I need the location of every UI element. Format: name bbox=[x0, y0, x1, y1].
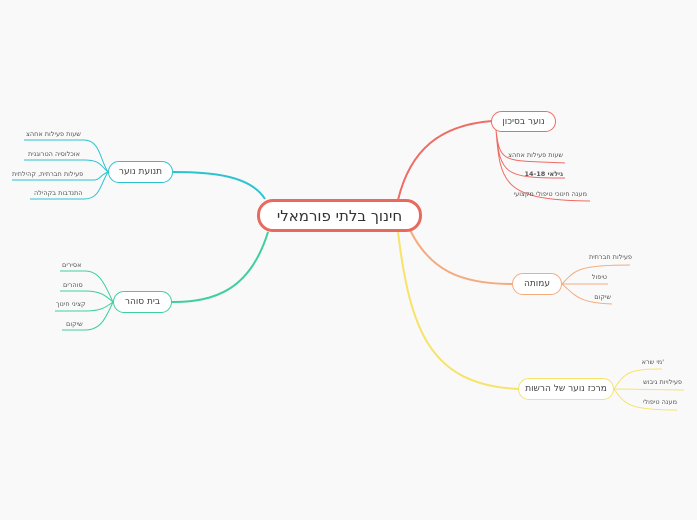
edge-root-youth bbox=[172, 171, 266, 200]
risk-item-2[interactable]: גילאי 14-18 bbox=[524, 170, 563, 178]
youth-item-4[interactable]: התנדבות בקהילה bbox=[34, 189, 83, 197]
city-item-2[interactable]: טיפול bbox=[591, 273, 607, 281]
root-label: חינוך בלתי פורמאלי bbox=[276, 206, 403, 225]
center-item-1[interactable]: 'מי שרא bbox=[641, 358, 664, 366]
branch-risk[interactable]: נוער בסיכון bbox=[491, 111, 556, 132]
city-item-3[interactable]: שיקום bbox=[594, 293, 611, 301]
branch-school-label: בית סוהר bbox=[124, 297, 161, 307]
edge-root-city bbox=[409, 229, 513, 285]
risk-item-3[interactable]: מענה חינוכי טיפולי מקצועי bbox=[513, 190, 587, 198]
branch-risk-label: נוער בסיכון bbox=[502, 116, 545, 127]
branch-city-label: עמותה bbox=[524, 279, 550, 289]
branch-youth-label: תנועת נוער bbox=[118, 167, 163, 177]
school-item-1[interactable]: אסירים bbox=[62, 261, 82, 269]
school-item-2[interactable]: סוהרים bbox=[63, 281, 83, 289]
root-node[interactable]: חינוך בלתי פורמאלי bbox=[257, 199, 422, 232]
branch-center[interactable]: מרכז נוער של הרשות bbox=[518, 378, 614, 400]
school-item-4[interactable]: שיקום bbox=[66, 320, 83, 328]
youth-item-2[interactable]: אוכלוסיה הטרוגנית bbox=[28, 150, 80, 158]
edge-root-risk bbox=[397, 120, 493, 201]
edge-city-leaves bbox=[561, 264, 631, 305]
branch-city[interactable]: עמותה bbox=[512, 273, 562, 295]
edge-risk-leaves bbox=[495, 129, 591, 202]
center-item-2[interactable]: פעילויות גיבוש bbox=[643, 378, 682, 386]
branch-school[interactable]: בית סוהר bbox=[113, 291, 172, 313]
youth-item-1[interactable]: שעות פעילות אחהצ bbox=[26, 130, 81, 138]
city-item-1[interactable]: פעילות חברתית bbox=[588, 253, 632, 261]
edge-school-leaves bbox=[55, 270, 114, 331]
edge-root-school bbox=[171, 231, 269, 303]
edge-center-leaves bbox=[613, 368, 685, 411]
edge-root-center bbox=[397, 231, 519, 390]
center-item-3[interactable]: מענה טיפולי bbox=[642, 398, 677, 406]
youth-item-3[interactable]: פעילות חברתית, קהילתית bbox=[12, 170, 84, 178]
risk-item-1[interactable]: שעות פעילות אחהצ bbox=[508, 151, 563, 159]
edge-youth-leaves bbox=[12, 139, 109, 200]
branch-youth[interactable]: תנועת נוער bbox=[108, 161, 173, 183]
branch-center-label: מרכז נוער של הרשות bbox=[525, 384, 607, 394]
school-item-3[interactable]: קציני חינוך bbox=[56, 300, 86, 308]
